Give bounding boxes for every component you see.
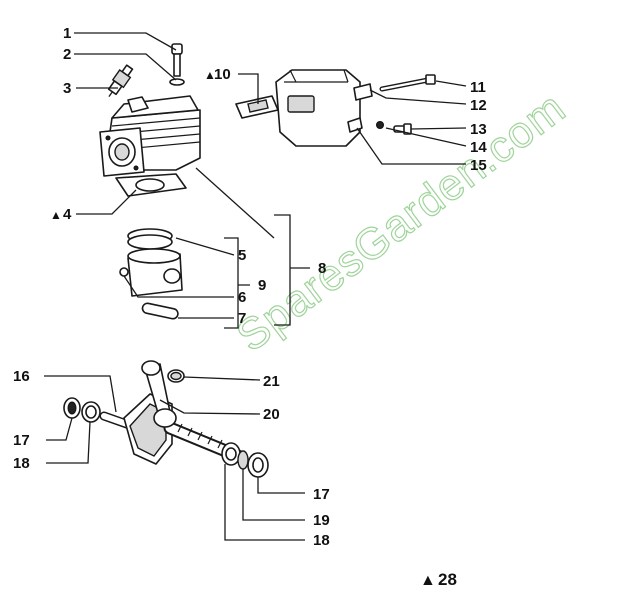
- right-circlip: [237, 450, 249, 470]
- label-10: 10: [214, 66, 231, 83]
- label-17-right: 17: [313, 486, 330, 503]
- piston-pin: [141, 302, 179, 320]
- label-21: 21: [263, 373, 280, 390]
- leader-lines: [44, 32, 467, 541]
- label-18-left: 18: [13, 455, 30, 472]
- label-1: 1: [63, 25, 71, 42]
- muffler-nut: [376, 121, 384, 129]
- piston: [119, 248, 183, 297]
- cylinder: [99, 95, 201, 177]
- connecting-rod: [141, 360, 177, 428]
- label-9: 9: [258, 277, 266, 294]
- label-20: 20: [263, 406, 280, 423]
- label-12: 12: [470, 97, 487, 114]
- bolt-washer: [169, 78, 185, 86]
- label-4-marker: ▲: [50, 208, 62, 222]
- muffler-gasket: [235, 95, 279, 119]
- cylinder-gasket: [115, 173, 187, 197]
- left-oil-seal: [63, 397, 81, 419]
- needle-bearing: [167, 369, 185, 383]
- part-labels: 1 2 3 ▲ 4 ▲ 10 11 12 13 14 15 5 9 8 6 7 …: [13, 25, 487, 589]
- spark-plug: [107, 64, 134, 98]
- piston-rings: [127, 228, 173, 250]
- right-oil-seal: [247, 452, 269, 478]
- label-5: 5: [238, 247, 246, 264]
- label-13: 13: [470, 121, 487, 138]
- label-7: 7: [238, 310, 246, 327]
- label-16: 16: [13, 368, 30, 385]
- label-11: 11: [470, 79, 486, 96]
- crankshaft: [99, 393, 245, 465]
- left-bearing: [81, 401, 101, 423]
- label-3: 3: [63, 80, 71, 97]
- label-19: 19: [313, 512, 330, 529]
- label-6: 6: [238, 289, 246, 306]
- label-15: 15: [470, 157, 487, 174]
- label-28-marker: ▲: [420, 572, 436, 589]
- label-4: 4: [63, 206, 72, 223]
- label-17-left: 17: [13, 432, 30, 449]
- label-18-right: 18: [313, 532, 330, 549]
- muffler: [275, 69, 373, 147]
- label-14: 14: [470, 139, 487, 156]
- label-28: 28: [438, 570, 457, 589]
- label-8: 8: [318, 260, 326, 277]
- right-bearing: [221, 442, 241, 466]
- label-2: 2: [63, 46, 71, 63]
- muffler-screw: [379, 74, 436, 92]
- label-10-marker: ▲: [204, 68, 216, 82]
- cylinder-bolt: [171, 43, 183, 77]
